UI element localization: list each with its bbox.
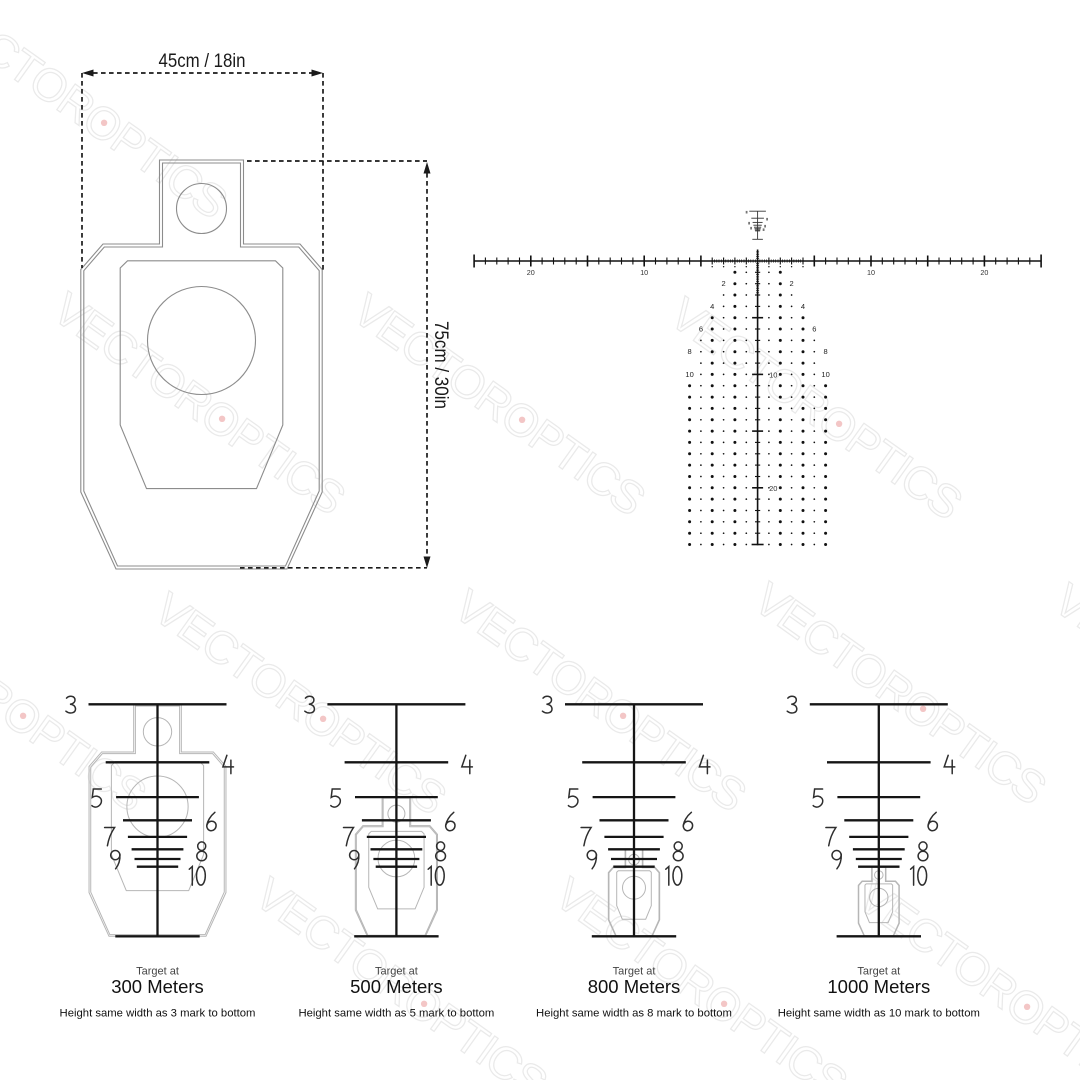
- svg-text:10: 10: [867, 268, 875, 277]
- svg-text:500 Meters: 500 Meters: [350, 976, 443, 997]
- svg-text:4: 4: [710, 302, 714, 311]
- svg-text:8: 8: [824, 347, 828, 356]
- svg-text:20: 20: [769, 484, 777, 493]
- svg-text:10: 10: [685, 370, 693, 379]
- svg-text:1000 Meters: 1000 Meters: [827, 976, 930, 997]
- svg-text:Height same width as 5 mark to: Height same width as 5 mark to bottom: [298, 1008, 494, 1020]
- svg-text:10: 10: [821, 370, 829, 379]
- svg-text:10: 10: [640, 268, 648, 277]
- svg-text:Target at: Target at: [375, 966, 418, 978]
- svg-text:4: 4: [801, 302, 805, 311]
- svg-text:75cm / 30in: 75cm / 30in: [430, 321, 451, 409]
- svg-text:Target at: Target at: [857, 966, 900, 978]
- svg-text:20: 20: [527, 268, 535, 277]
- svg-text:Height same width as 10 mark t: Height same width as 10 mark to bottom: [778, 1008, 980, 1020]
- svg-text:20: 20: [980, 268, 988, 277]
- svg-text:800 Meters: 800 Meters: [588, 976, 681, 997]
- svg-text:Height same width as 3 mark to: Height same width as 3 mark to bottom: [60, 1008, 256, 1020]
- svg-text:6: 6: [699, 325, 703, 334]
- svg-text:300 Meters: 300 Meters: [111, 976, 204, 997]
- svg-text:Target at: Target at: [136, 966, 179, 978]
- svg-text:6: 6: [812, 325, 816, 334]
- svg-text:Target at: Target at: [613, 966, 656, 978]
- svg-text:2: 2: [722, 279, 726, 288]
- svg-text:8: 8: [688, 347, 692, 356]
- svg-text:45cm / 18in: 45cm / 18in: [159, 51, 246, 72]
- svg-text:10: 10: [769, 370, 777, 379]
- svg-text:Height same width as 8 mark to: Height same width as 8 mark to bottom: [536, 1008, 732, 1020]
- svg-text:2: 2: [790, 279, 794, 288]
